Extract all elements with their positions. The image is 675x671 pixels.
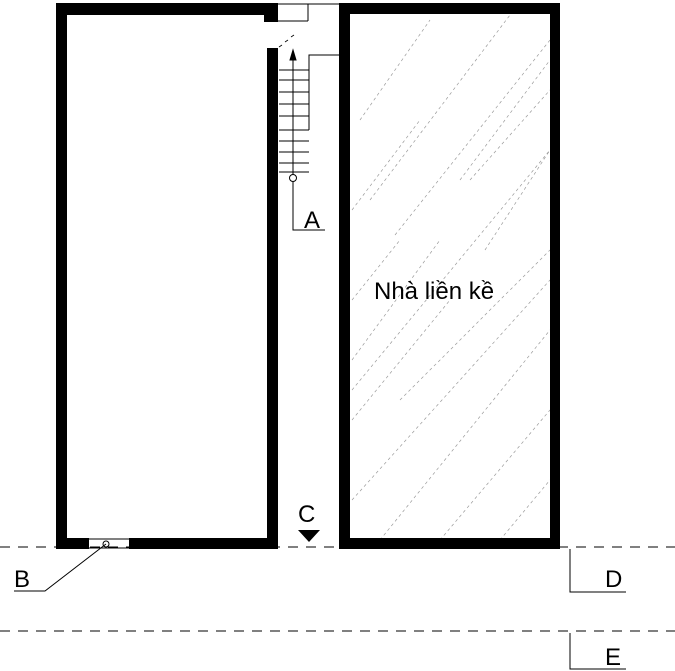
neighbor-house-bottom-wall	[339, 538, 560, 549]
wall-stub-top	[264, 3, 278, 22]
neighbor-house-top-wall	[339, 3, 560, 14]
main-house-bottom-wall-right	[129, 538, 278, 549]
stairwell-outline	[278, 3, 339, 130]
main-house-top-wall	[56, 3, 278, 15]
staircase	[279, 48, 309, 178]
neighbor-house-right-wall	[550, 3, 560, 549]
label-c: C	[298, 501, 315, 528]
label-a: A	[304, 207, 320, 234]
marker-e-leader	[569, 633, 626, 670]
neighbor-house-label: Nhà liền kề	[374, 278, 494, 305]
label-e: E	[605, 644, 621, 671]
marker-c-arrow	[298, 530, 320, 542]
marker-b-leader	[14, 543, 107, 592]
neighbor-house-hatch	[351, 14, 550, 541]
main-house-bottom-wall-left	[56, 538, 89, 549]
neighbor-house-left-wall	[339, 3, 350, 549]
main-house-right-wall	[267, 48, 278, 549]
label-b: B	[14, 566, 30, 593]
main-house-left-wall	[56, 3, 67, 549]
label-d: D	[605, 566, 622, 593]
marker-a-leader	[289, 174, 325, 231]
walls	[56, 3, 560, 549]
marker-d-leader	[569, 549, 626, 593]
